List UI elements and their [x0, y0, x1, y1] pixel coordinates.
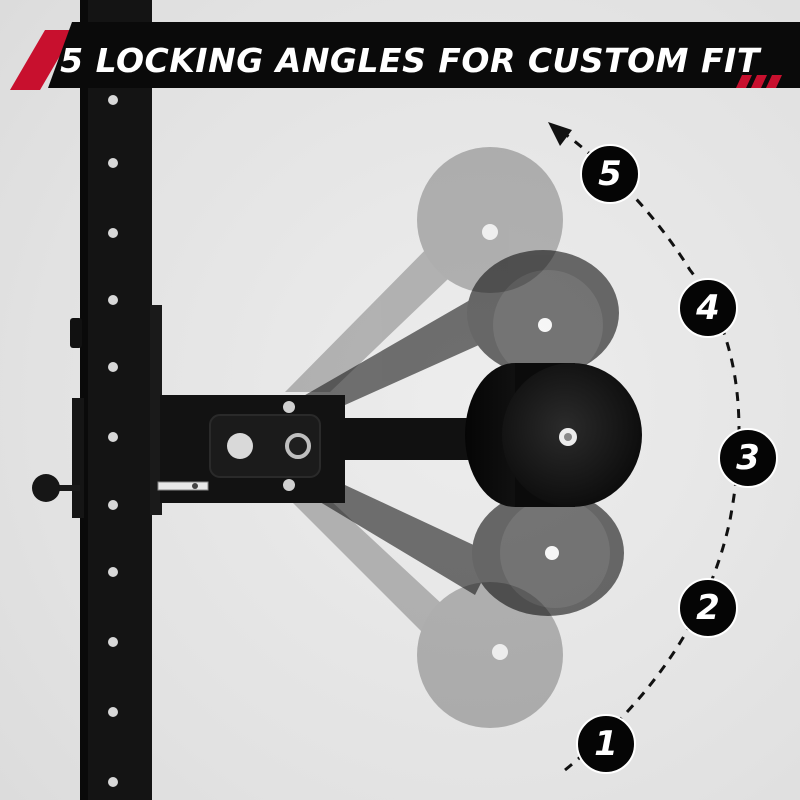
angle-ghost-1: [290, 500, 563, 728]
curved-dashed-arrow-icon: [548, 122, 741, 772]
headline-banner: [10, 22, 800, 90]
angle-badge-1: 1: [576, 714, 636, 774]
angle-ghost-4: [300, 250, 619, 405]
angle-ghost-2: [300, 485, 624, 616]
angle-badge-2: 2: [678, 578, 738, 638]
angle-badge-3: 3: [718, 428, 778, 488]
roller-pad: [465, 363, 642, 507]
headline-text: 5 LOCKING ANGLES FOR CUSTOM FIT: [60, 40, 760, 80]
lever-arm: [157, 395, 490, 503]
upright-post: [80, 0, 152, 800]
angle-badge-5: 5: [580, 144, 640, 204]
mounting-sleeve: [32, 305, 162, 518]
angle-badge-4: 4: [678, 278, 738, 338]
